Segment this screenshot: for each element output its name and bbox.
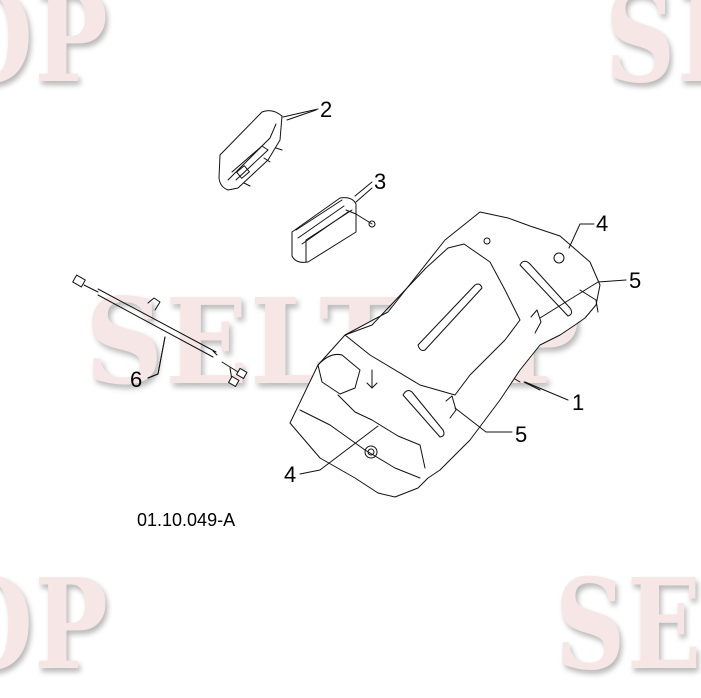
callout-5-bottom: 5 bbox=[515, 422, 528, 447]
callout-1: 1 bbox=[572, 390, 585, 415]
callout-6: 6 bbox=[130, 367, 143, 392]
watermark-top-left: OP bbox=[0, 0, 110, 111]
callout-2: 2 bbox=[320, 97, 333, 122]
diagram-reference-code: 01.10.049-A bbox=[137, 510, 236, 530]
callout-3: 3 bbox=[374, 169, 387, 194]
callout-4-top: 4 bbox=[596, 211, 609, 236]
part-6-cable-harness bbox=[72, 274, 248, 387]
parts-diagram bbox=[72, 108, 627, 498]
watermark-top-right: SE bbox=[605, 0, 701, 111]
part-1-body-housing bbox=[289, 211, 601, 498]
part-2-lamp-cover bbox=[218, 108, 319, 191]
leader-lines bbox=[147, 109, 627, 475]
callout-5-top: 5 bbox=[629, 268, 642, 293]
callout-4-bottom: 4 bbox=[284, 462, 297, 487]
part-3-lamp-unit bbox=[291, 187, 376, 263]
